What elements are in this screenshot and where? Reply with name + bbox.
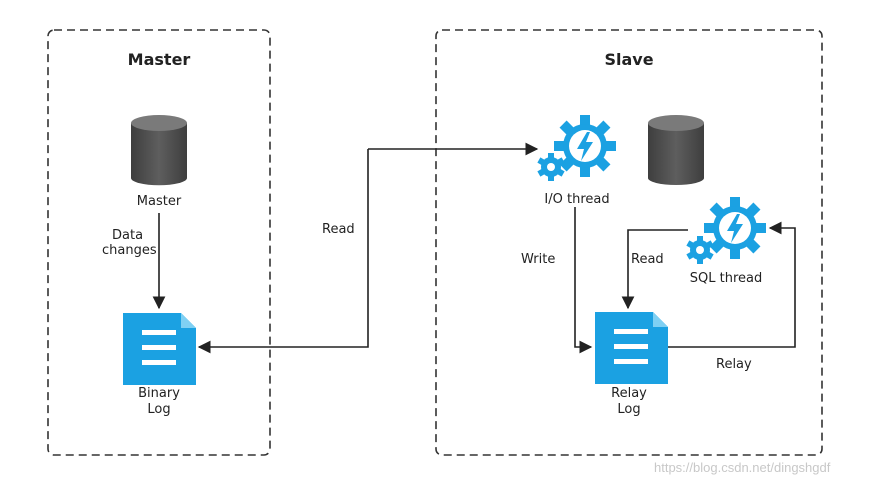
relay-label: Relay xyxy=(716,357,752,372)
data-changes-label-line1: Data xyxy=(112,228,144,243)
binary-log-label-line1: Binary xyxy=(138,386,180,401)
watermark: https://blog.csdn.net/dingshgdf xyxy=(654,460,831,475)
master-database-icon xyxy=(131,115,187,186)
arrow-read-binlog-return xyxy=(197,149,369,354)
sql-thread-label: SQL thread xyxy=(689,271,763,286)
binary-log-label-line2: Log xyxy=(147,402,171,417)
read-label-relay: Read xyxy=(631,252,664,267)
relay-log-label-line1: Relay xyxy=(611,386,647,401)
data-changes-label-line2: changes xyxy=(102,243,157,258)
arrow-relay xyxy=(668,221,796,348)
io-thread-label: I/O thread xyxy=(544,192,610,207)
master-panel xyxy=(47,29,271,456)
sql-thread-gear-icon xyxy=(686,197,766,264)
io-thread-gear-icon xyxy=(537,115,616,181)
arrow-write-relay xyxy=(574,207,593,354)
master-db-label: Master xyxy=(136,194,182,209)
slave-title: Slave xyxy=(604,50,654,69)
relay-log-document-icon xyxy=(595,312,668,384)
read-label-master: Read xyxy=(322,222,355,237)
slave-panel xyxy=(435,29,823,456)
binary-log-document-icon xyxy=(123,313,196,385)
write-label: Write xyxy=(521,252,556,267)
slave-database-icon xyxy=(648,115,704,185)
arrow-read-relay xyxy=(621,229,688,310)
relay-log-label-line2: Log xyxy=(617,402,641,417)
master-title: Master xyxy=(127,50,191,69)
